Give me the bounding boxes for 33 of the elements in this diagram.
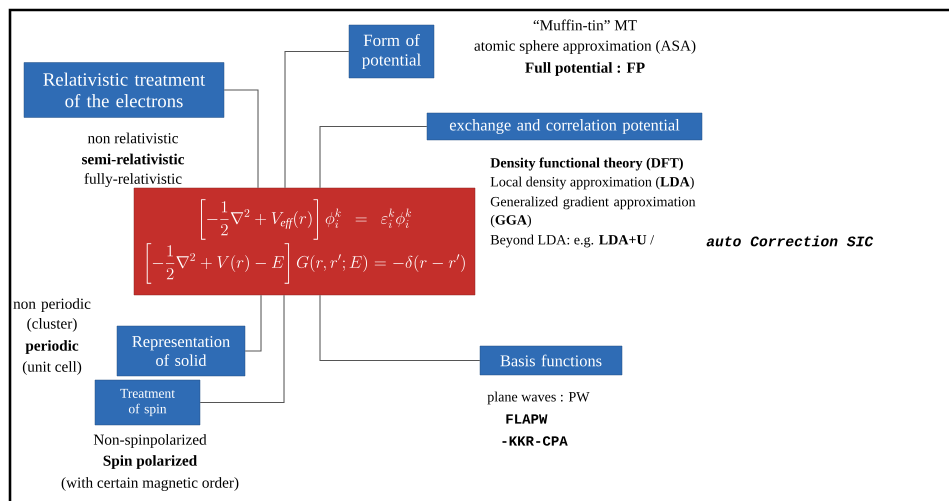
connector-line <box>224 89 259 188</box>
option-text: FLAPW <box>506 414 548 424</box>
option-text: Spin polarized <box>104 455 198 469</box>
equation-box: $\left[-\frac{1}{2}\nabla^2+V_{\mathit{eff}}(r)\right]\phi_i^k=\varepsilon_i^k\phi_i^k$ $\left[-\frac{1}{2}\nabla^2+V(r)-E\right]G(r,r';E)=-\delta(r-r')$ <box>134 188 476 296</box>
connector-line <box>319 126 427 188</box>
option-text: Density functional theory (DFT) <box>490 158 683 170</box>
category-box: Representation of solid <box>116 326 246 376</box>
option-text: non periodic (cluster) <box>13 298 90 332</box>
option-text: plane waves : PW <box>487 392 590 404</box>
option-text: Full potential : FP <box>525 62 645 76</box>
option-text: auto Correction SIC <box>706 236 874 246</box>
option-text: periodic <box>26 340 78 354</box>
category-box: Relativistic treatment of the electrons <box>24 62 224 118</box>
option-text: Local density approximation (LDA) <box>490 176 694 190</box>
option-text: Generalized gradient approximation (GGA) <box>490 196 696 228</box>
connector-line <box>200 295 285 404</box>
option-text: (with certain magnetic order) <box>62 477 238 491</box>
connector-line <box>245 295 262 352</box>
option-text: “Muffin-tin” MT <box>534 20 637 30</box>
category-box: Treatment of spin <box>94 380 200 426</box>
category-box: Basis functions <box>480 346 622 376</box>
option-text: semi-relativistic <box>82 154 184 164</box>
option-text: (unit cell) <box>22 361 82 375</box>
option-text: Beyond LDA: e.g. LDA+U / <box>490 234 654 248</box>
option-text: -KKR-CPA <box>502 436 568 446</box>
category-box: Form of potential <box>348 24 434 78</box>
connector-line <box>284 50 349 188</box>
option-text: atomic sphere approximation (ASA) <box>474 40 696 54</box>
connector-line <box>319 295 480 362</box>
option-text: Non-spinpolarized <box>94 434 206 448</box>
option-text: non relativistic <box>88 132 178 144</box>
option-text: fully-relativistic <box>84 172 182 187</box>
category-box: exchange and correlation potential <box>426 112 702 140</box>
